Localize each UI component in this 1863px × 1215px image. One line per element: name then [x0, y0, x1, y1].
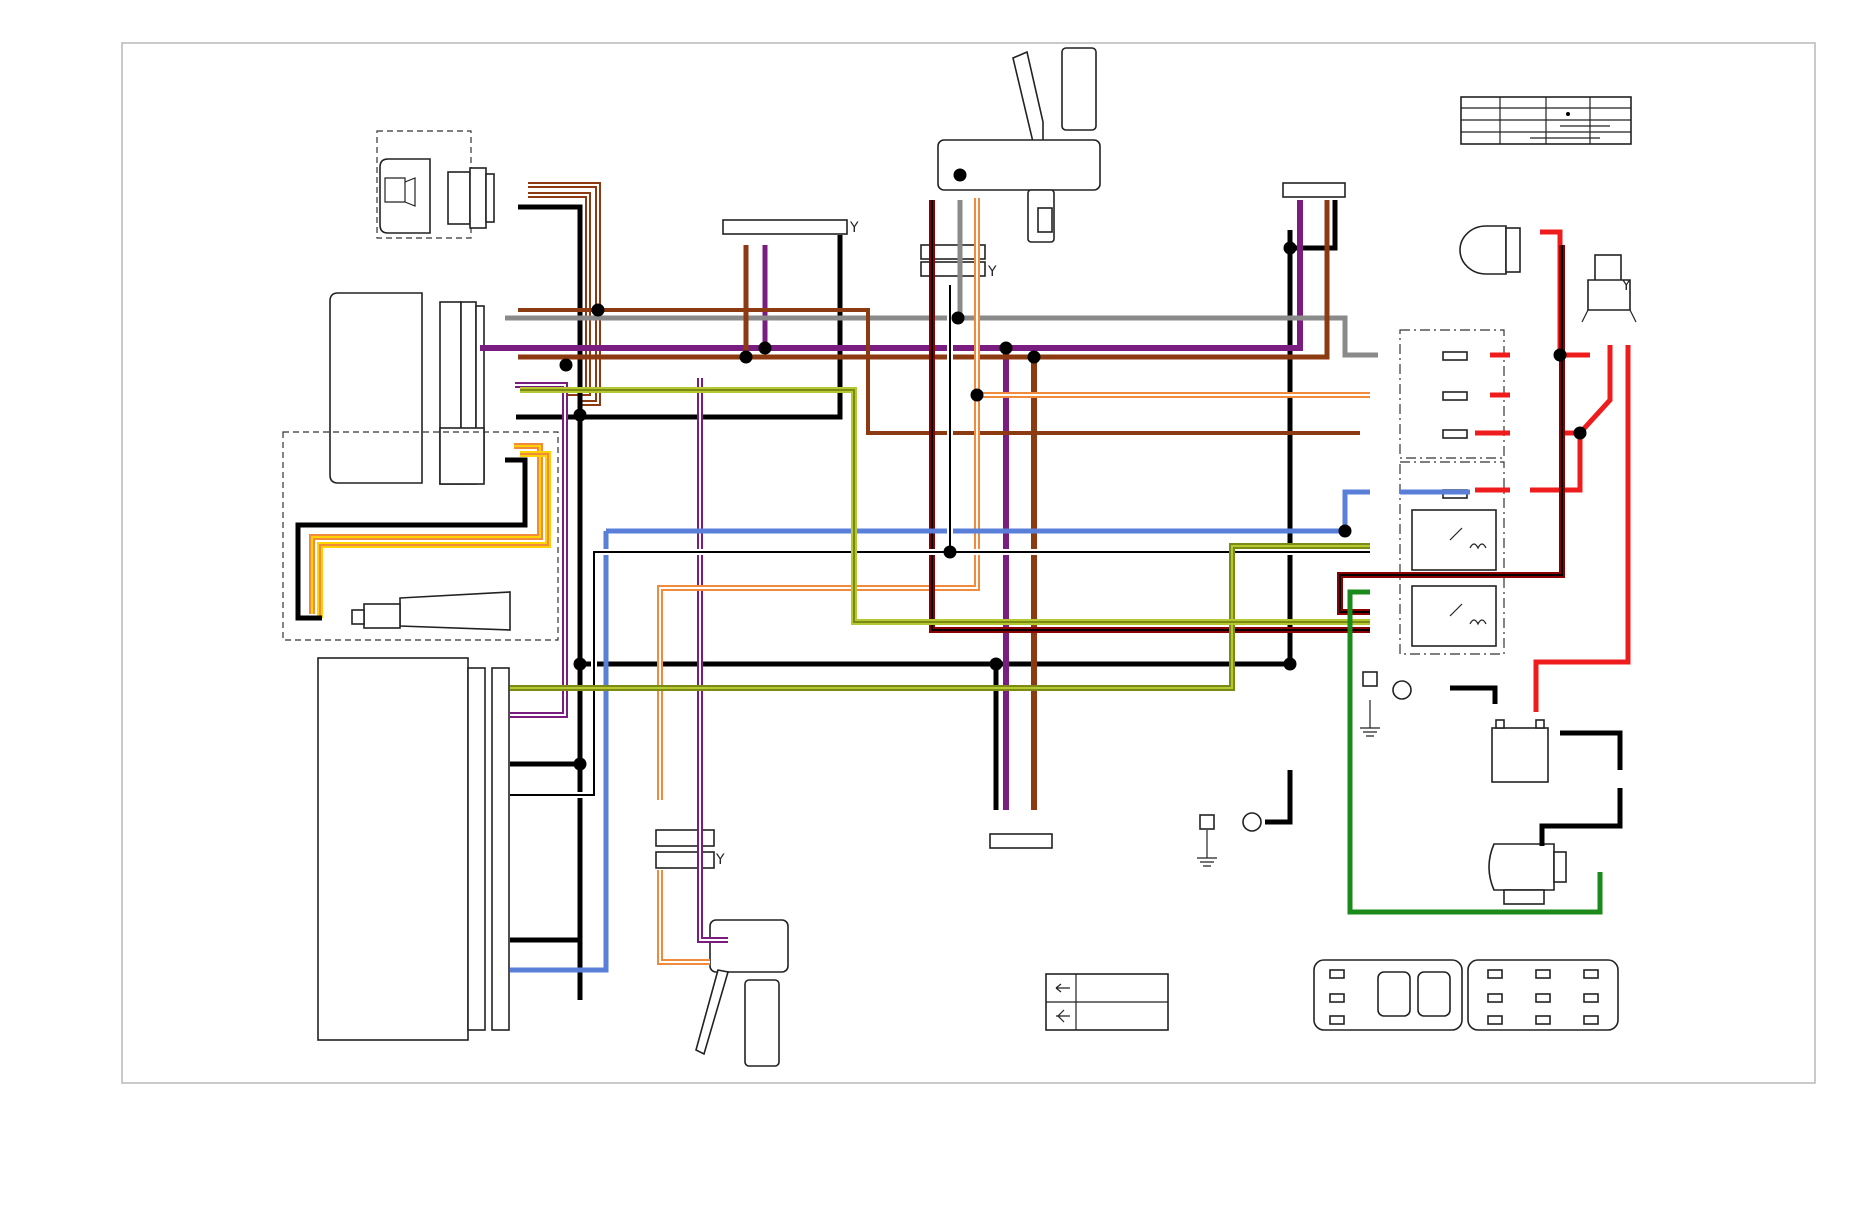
throttle-grip-assembly — [937, 47, 1101, 243]
wire-blue-left — [510, 531, 609, 973]
wire-black-ground-bottom — [1265, 770, 1293, 825]
wire-red-keyswitch-2 — [1530, 345, 1613, 493]
center-connector — [920, 244, 986, 277]
diagram-frame — [121, 42, 1816, 1084]
wire-brown-main — [518, 200, 1330, 360]
junction-dot — [1283, 657, 1297, 671]
starter-motor-icon — [1488, 843, 1555, 891]
wire-red-battery — [1533, 345, 1631, 712]
right-top-connector — [1282, 182, 1346, 198]
wire-yellowgreen-stripe — [520, 389, 1370, 623]
wire-purple-grip-stripe — [699, 378, 728, 941]
wire-olive-main-stripe — [510, 545, 1370, 689]
main-harness-module — [317, 657, 510, 1041]
wire-purple-main — [480, 200, 1303, 351]
connector-mark-3: Y — [1621, 278, 1631, 294]
junction-dot — [573, 757, 587, 771]
ground-2 — [1360, 671, 1412, 737]
wire-black-battery-neg — [1560, 730, 1623, 770]
wire-darkred-throttle — [929, 200, 1370, 633]
wire-blue-main — [606, 489, 1370, 534]
bottom-center-connector — [989, 833, 1053, 849]
wire-yellow-1-stripe — [311, 445, 541, 614]
wire-darkred-throttle-stripe — [931, 200, 1370, 631]
ground-1 — [1197, 812, 1262, 867]
arrow-legend — [1045, 973, 1169, 1031]
sub-assembly-box — [282, 431, 559, 641]
junction-dot — [1573, 426, 1587, 440]
battery-icon — [1491, 727, 1549, 783]
wire-gray-main — [505, 315, 1378, 358]
junction-dot — [953, 168, 967, 182]
connector-mark-2: Y — [987, 264, 997, 280]
junction-dot — [989, 657, 1003, 671]
wire-black-trunk — [510, 415, 583, 943]
junction-dot — [573, 408, 587, 422]
fuse-relay-box — [1399, 329, 1505, 655]
junction-dot — [758, 341, 772, 355]
ground-icon — [1197, 830, 1217, 867]
wire-black-starter — [1539, 788, 1623, 846]
wire-purple-left — [510, 382, 568, 718]
junction-dot — [951, 311, 965, 325]
wire-horn-brown-stripe — [528, 184, 599, 404]
wire-horn-black — [518, 204, 583, 1000]
junction-dot — [739, 350, 753, 364]
wire-orange-grip-stripe — [659, 870, 710, 963]
wire-black-right-top — [1290, 200, 1338, 251]
junction-dot — [943, 545, 957, 559]
wire-green-starter — [1347, 589, 1603, 915]
connector-view-2 — [1467, 959, 1619, 1031]
junction-dot — [999, 341, 1013, 355]
wire-black-battery — [1450, 685, 1498, 704]
junction-dot — [1283, 241, 1297, 255]
starter-motor — [1488, 843, 1567, 905]
junction-dot — [970, 388, 984, 402]
headlamp-bulb-icon — [1459, 225, 1507, 275]
control-unit — [329, 292, 485, 485]
ring-terminal-icon — [1242, 812, 1262, 832]
wire-black-bus — [516, 235, 843, 420]
battery — [1491, 719, 1549, 783]
wire-group — [295, 182, 1631, 1000]
junction-dot — [1338, 524, 1352, 538]
junction-dot — [573, 657, 587, 671]
wire-olive-main — [510, 543, 1370, 691]
wire-yellow-2-stripe — [319, 453, 549, 618]
clutch-lever-icon — [1012, 50, 1044, 143]
key-switch-icon — [1594, 254, 1622, 282]
junction-dot — [591, 303, 605, 317]
junction-dot — [559, 358, 573, 372]
wire-white-signal-stripe — [510, 551, 1370, 796]
legend-table — [1460, 96, 1632, 145]
wire-purple-left-stripe — [510, 384, 566, 716]
connector-mark-4: Y — [715, 852, 725, 868]
junction-dot — [1553, 348, 1567, 362]
key-switch — [1581, 254, 1637, 323]
headlamp-bulb — [1459, 225, 1521, 275]
wire-black-sub — [295, 457, 528, 621]
top-connector-bar — [722, 219, 848, 235]
horn-component — [376, 130, 495, 239]
sensor-component — [351, 591, 511, 631]
relay-icon — [1411, 509, 1497, 571]
throttle-grip-icon — [1061, 47, 1097, 131]
connector-view-1 — [1313, 959, 1463, 1031]
connector-mark-1: Y — [849, 220, 859, 236]
wire-brown-loop — [518, 308, 1360, 435]
junction-dot — [1027, 350, 1041, 364]
junction-group — [559, 168, 1587, 771]
